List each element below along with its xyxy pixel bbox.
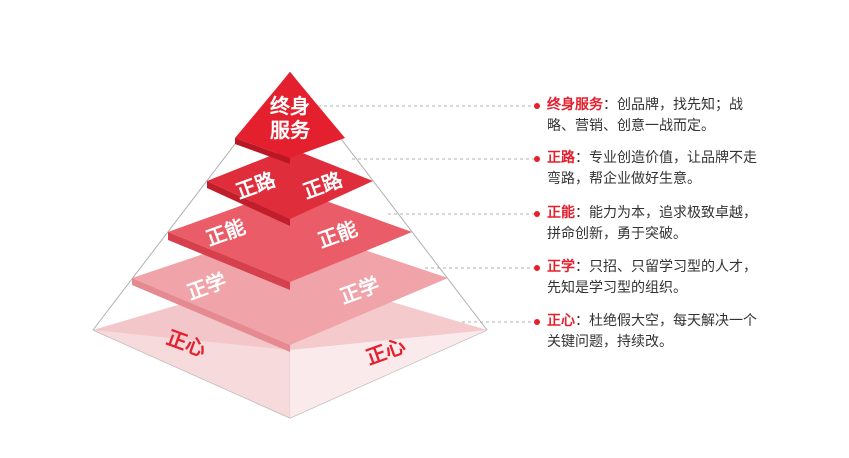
description-zhengneng: 正能：能力为本，追求极致卓越，拼命创新，勇于突破。 <box>547 203 767 245</box>
description-zhengxin: 正心：杜绝假大空，每天解决一个关键问题，持续改。 <box>547 311 767 353</box>
layer-zhengneng <box>168 188 412 290</box>
description-text: ：能力为本，追求极致卓越，拼命创新，勇于突破。 <box>547 205 757 242</box>
description-text: ：专业创造价值，让品牌不走弯路，帮企业做好生意。 <box>547 150 757 187</box>
leader-dot <box>534 103 540 109</box>
description-zhengxue: 正学：只招、只留学习型的人才，先知是学习型的组织。 <box>547 257 767 299</box>
leader-dot <box>534 265 540 271</box>
description-title: 正学 <box>547 259 575 275</box>
leader-lines <box>318 105 535 323</box>
layer-top <box>235 72 345 164</box>
description-top: 终身服务：创品牌，找先知；战略、营销、创意一战而定。 <box>547 95 767 137</box>
description-title: 终身服务 <box>547 97 603 113</box>
description-text: ：杜绝假大空，每天解决一个关键问题，持续改。 <box>547 313 757 350</box>
leader-dot <box>534 211 540 217</box>
description-title: 正心 <box>547 313 575 329</box>
leader-dot <box>534 319 540 325</box>
description-text: ：只招、只留学习型的人才，先知是学习型的组织。 <box>547 259 757 296</box>
layer-zhenglu <box>207 148 373 226</box>
description-title: 正路 <box>547 150 575 166</box>
description-zhenglu: 正路：专业创造价值，让品牌不走弯路，帮企业做好生意。 <box>547 148 767 190</box>
description-title: 正能 <box>547 205 575 221</box>
top-label-line1: 终身 <box>270 94 310 118</box>
leader-dots <box>534 103 540 325</box>
leader-dot <box>534 156 540 162</box>
description-text: ：创品牌，找先知；战略、营销、创意一战而定。 <box>547 97 743 134</box>
top-label-line2: 服务 <box>270 118 311 142</box>
